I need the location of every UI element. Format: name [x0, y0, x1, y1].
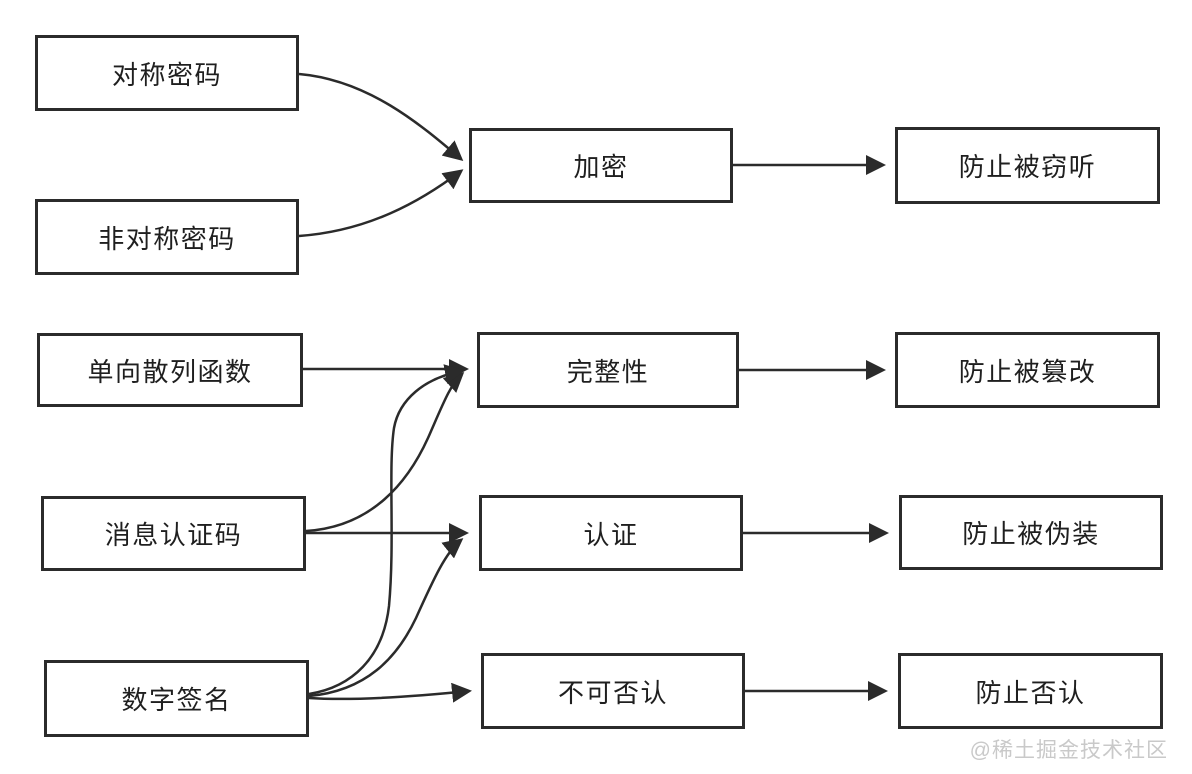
node-symmetric-cipher: 对称密码	[35, 35, 299, 111]
node-prevent-denial: 防止否认	[898, 653, 1163, 729]
watermark: @稀土掘金技术社区	[969, 739, 1168, 762]
node-integrity: 完整性	[477, 332, 739, 408]
edge-symmetric-to-encryption	[298, 72, 464, 161]
edge-asymmetric-to-encryption	[298, 169, 464, 238]
node-prevent-spoofing: 防止被伪装	[899, 495, 1163, 570]
node-encryption: 加密	[469, 128, 733, 203]
node-asymmetric-cipher: 非对称密码	[35, 199, 299, 275]
edge-mac-to-integrity	[305, 371, 465, 533]
node-one-way-hash: 单向散列函数	[37, 333, 303, 407]
node-digital-signature: 数字签名	[44, 660, 309, 737]
node-authentication: 认证	[479, 495, 743, 571]
edge-signature-to-nonrepudiation	[308, 682, 472, 703]
edge-signature-to-integrity	[308, 364, 465, 696]
node-prevent-tampering: 防止被篡改	[895, 332, 1160, 408]
edge-signature-to-authentication	[308, 538, 464, 698]
node-mac: 消息认证码	[41, 496, 306, 571]
node-non-repudiation: 不可否认	[481, 653, 745, 729]
node-prevent-eavesdropping: 防止被窃听	[895, 127, 1160, 204]
